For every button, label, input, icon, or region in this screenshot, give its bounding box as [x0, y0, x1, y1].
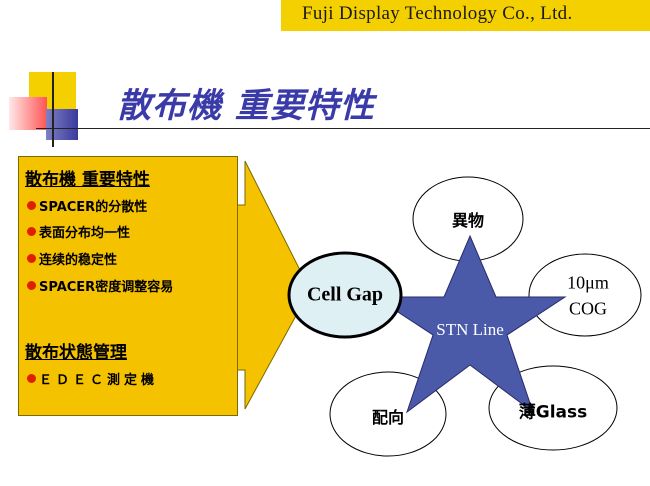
section2-heading: 散布状態管理: [25, 343, 127, 363]
bullet-dot-icon: [27, 374, 36, 383]
node-cog-circle: [528, 253, 642, 337]
company-name: Fuji Display Technology Co., Ltd.: [302, 3, 573, 24]
node-foreign-label: 異物: [451, 211, 485, 230]
deco-red-square: [9, 97, 47, 130]
node-cog-line2: COG: [568, 298, 608, 319]
node-cog-line1: 10μm: [567, 272, 609, 293]
cell-gap-ellipse: [287, 251, 403, 339]
node-thin-glass-label: 薄Glass: [518, 402, 588, 423]
bullet-dot-icon: [27, 201, 36, 210]
stn-line-label: STN Line: [436, 320, 504, 339]
bullet-dot-icon: [27, 254, 36, 263]
list-item: SPACER密度调整容易: [27, 276, 173, 295]
section1-heading: 散布機 重要特性: [25, 170, 150, 190]
title-underline: [36, 128, 650, 129]
properties-panel: [18, 156, 238, 416]
list-item: SPACER的分散性: [27, 196, 147, 215]
cell-gap-label: Cell Gap: [306, 283, 384, 306]
bullet-dot-icon: [27, 281, 36, 290]
list-item: 连续的稳定性: [27, 249, 117, 268]
list-item: ＥＤＥＣ測定機: [27, 369, 158, 388]
node-alignment-label: 配向: [371, 408, 405, 427]
company-bar: [281, 0, 650, 31]
bullet-dot-icon: [27, 227, 36, 236]
deco-blue-square: [46, 109, 78, 140]
deco-vertical-line: [52, 72, 54, 147]
page-title: 散布機 重要特性: [117, 86, 375, 126]
list-item: 表面分布均一性: [27, 222, 130, 241]
